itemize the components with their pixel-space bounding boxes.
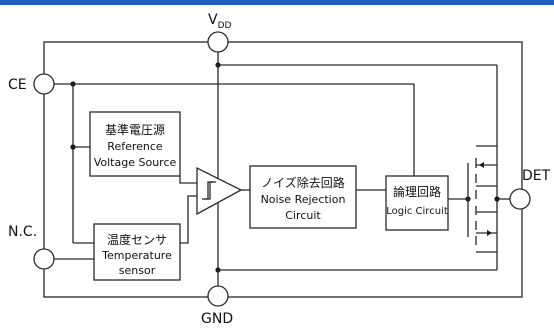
ce-label: CE	[8, 77, 27, 93]
temp-to-comp	[180, 195, 197, 244]
reference-block	[89, 111, 181, 177]
package-outline	[43, 41, 523, 298]
temperature-en1: Temperature	[101, 249, 172, 262]
temperature-block	[93, 223, 181, 281]
det-pin	[509, 188, 531, 210]
logic-jp: 論理回路	[393, 184, 441, 199]
junction-dot	[70, 144, 76, 150]
det-label: DET	[522, 168, 551, 184]
noise-rejection-block	[249, 165, 357, 229]
nc-pin	[33, 248, 55, 270]
top-accent-bar	[0, 0, 554, 5]
vdd-label: VDD	[208, 12, 232, 31]
temperature-en2: sensor	[119, 264, 156, 277]
logic-en1: Logic Circuit	[386, 206, 448, 217]
ce-pin	[33, 73, 55, 95]
cmos-output-icon	[467, 65, 510, 270]
temperature-jp: 温度センサ	[107, 232, 167, 247]
noise-en2: Circuit	[285, 209, 321, 222]
reference-jp: 基準電圧源	[105, 122, 165, 137]
gnd-pin	[207, 285, 229, 307]
gnd-label: GND	[201, 311, 233, 327]
vdd-pin	[207, 31, 229, 53]
noise-en1: Noise Rejection	[261, 193, 346, 206]
nc-label: N.C.	[8, 224, 37, 240]
ref-to-comp	[179, 176, 197, 184]
logic-block	[385, 175, 449, 231]
comparator-triangle-icon	[196, 166, 243, 216]
hysteresis-icon	[202, 181, 216, 200]
reference-en2: Voltage Source	[94, 156, 177, 169]
junction-dot	[494, 196, 500, 202]
noise-jp: ノイズ除去回路	[261, 175, 345, 190]
reference-en1: Reference	[107, 140, 163, 153]
